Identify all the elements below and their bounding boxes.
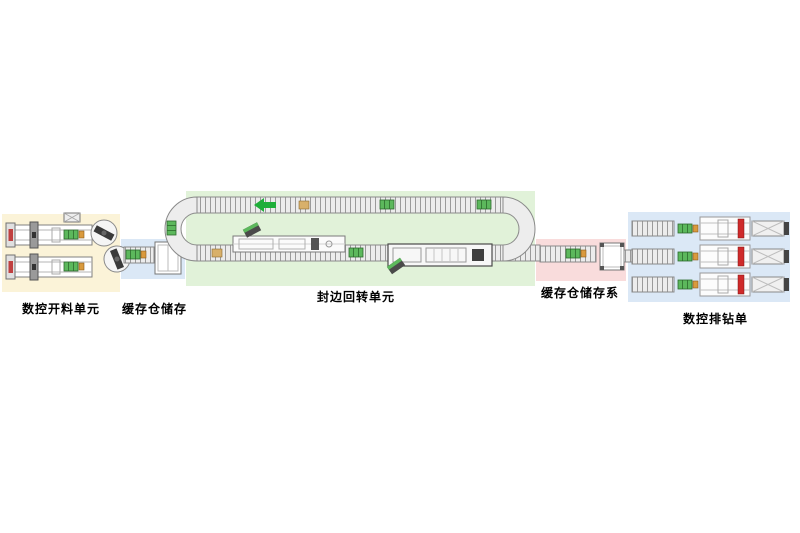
drilling-line-3 bbox=[632, 273, 789, 296]
buffer2-lift bbox=[599, 242, 625, 271]
label-edgeband-loop-unit: 封边回转单元 bbox=[317, 290, 396, 304]
drilling-line-2 bbox=[632, 245, 789, 268]
label-cnc-drilling-unit: 数控排钻单 bbox=[683, 312, 749, 326]
edge-bander-machine-1 bbox=[232, 235, 346, 253]
cnc-cutting-machine-1 bbox=[6, 222, 92, 248]
label-cnc-cutting-unit: 数控开料单元 bbox=[22, 302, 101, 316]
cnc-cutting-machine-2 bbox=[6, 254, 92, 280]
tilted-panel-1 bbox=[242, 222, 262, 238]
buffer2-conveyor bbox=[539, 245, 597, 263]
label-buffer-storage-1: 缓存仓储存 bbox=[122, 302, 188, 316]
edge-bander-machine-2 bbox=[387, 243, 493, 267]
loading-cart bbox=[63, 212, 81, 223]
rotary-loader-1 bbox=[90, 219, 118, 247]
label-buffer-storage-2: 缓存仓储存系 bbox=[541, 286, 620, 300]
buffer1-conveyor bbox=[123, 246, 155, 264]
drilling-line-1 bbox=[632, 217, 789, 240]
flow-direction-arrow bbox=[254, 198, 276, 212]
